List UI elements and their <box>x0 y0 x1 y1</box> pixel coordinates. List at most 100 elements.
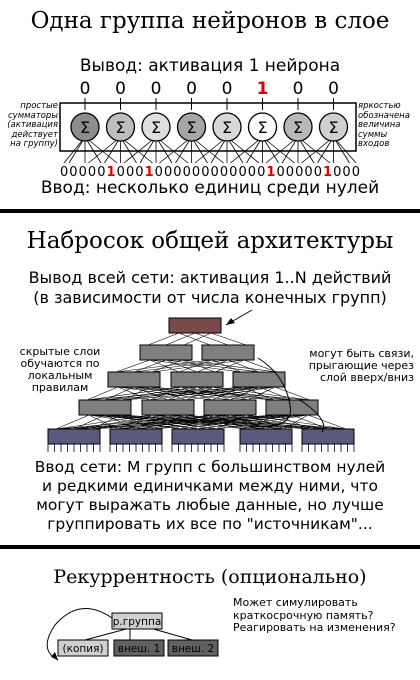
layer-connection <box>151 359 183 373</box>
input-bit: 0 <box>211 165 219 180</box>
input-bit: 1 <box>107 165 116 180</box>
section3-note: Может симулировать краткосрочную память?… <box>233 596 418 635</box>
layer-connection <box>55 414 277 430</box>
section2-input-label: Ввод сети: M групп с большинством нулей … <box>0 458 420 534</box>
layer-connection <box>86 386 119 401</box>
hidden-group <box>232 371 286 388</box>
layer-connection <box>115 359 213 373</box>
input-label-line: группировать их все по "источникам"... <box>47 515 373 533</box>
input-bit: 0 <box>79 165 87 180</box>
layer-connection <box>243 359 278 373</box>
input-wire <box>194 136 228 164</box>
note-line: скрытые слои <box>19 345 101 358</box>
input-wire <box>155 136 189 164</box>
group-box <box>111 612 163 630</box>
input-wire <box>230 136 263 164</box>
hidden-group <box>170 371 224 388</box>
layer-connection <box>227 359 260 373</box>
input-bit: 0 <box>126 165 134 180</box>
input-bit: 0 <box>314 165 322 180</box>
input-bit: 0 <box>295 165 303 180</box>
neuron-circle <box>105 112 136 142</box>
layer-connection <box>55 414 215 430</box>
note-line: действует <box>11 129 58 140</box>
pointer-arrowhead <box>226 318 235 325</box>
layer-connection <box>86 386 244 401</box>
section1-title: Одна группа нейронов в слое <box>30 8 390 34</box>
output-value: 0 <box>293 79 304 99</box>
input-label-line: Ввод сети: M групп с большинством нулей <box>34 458 386 476</box>
output-value: 0 <box>115 79 126 99</box>
note-line: (активация <box>7 120 58 130</box>
neuron: Σ <box>318 112 349 142</box>
neuron-circle <box>176 112 207 142</box>
input-bit: 0 <box>135 165 143 180</box>
skip-connection-curve <box>299 399 325 433</box>
group-frame <box>59 102 357 152</box>
input-wire <box>301 136 334 164</box>
layer-connection <box>211 386 244 401</box>
section2-output-line2: (в зависимости от числа конечных групп) <box>33 288 387 307</box>
layer-connection <box>291 414 329 430</box>
input-bit: 0 <box>173 165 181 180</box>
layer-connection <box>247 386 276 401</box>
note-line: правилам <box>31 381 89 394</box>
external-2-label: внеш. 2 <box>172 643 214 655</box>
layer-connection <box>122 386 276 401</box>
output-value: 1 <box>257 79 269 99</box>
layer-connection <box>258 386 293 401</box>
recurrence-diagram: р.группа (копия) внеш. 1 внеш. 2 <box>46 608 219 661</box>
layer-connection <box>73 414 231 430</box>
note-line: обучаются по <box>20 357 100 370</box>
neuron: Σ <box>70 112 100 142</box>
input-wire <box>88 136 121 164</box>
input-wire <box>226 136 260 164</box>
layer-connection <box>147 332 180 346</box>
input-wire <box>120 136 153 164</box>
layer-connection <box>194 332 229 346</box>
layer-connection <box>104 386 198 401</box>
section1-right-note: яркостью обозначена величина суммы входо… <box>358 101 418 150</box>
input-wire <box>265 136 299 164</box>
note-line: на группу) <box>10 139 58 149</box>
input-bit: 0 <box>238 165 246 180</box>
note-line: Может симулировать <box>233 596 358 609</box>
layer-connection <box>183 332 212 346</box>
input-bit: 0 <box>286 165 294 180</box>
neuron-circle <box>212 112 242 142</box>
hidden-group <box>201 344 255 361</box>
layer-connection <box>283 414 309 430</box>
note-line: прыгающие через <box>308 359 414 372</box>
layer-connection <box>149 386 244 401</box>
input-wire <box>191 136 224 164</box>
connection-line <box>149 627 193 641</box>
neuron-circle <box>283 112 313 142</box>
section2-left-note: скрытые слои обучаются по локальным прав… <box>12 346 108 394</box>
layer-connection <box>165 332 196 346</box>
neuron-circle <box>247 112 278 142</box>
sum-symbol: Σ <box>80 118 90 137</box>
section2-right-note: могут быть связи, прыгающие через слой в… <box>296 348 414 384</box>
external-2-box <box>167 639 219 657</box>
input-bit: 0 <box>60 165 68 180</box>
sum-symbol: Σ <box>328 118 338 137</box>
input-group <box>239 428 293 445</box>
note-line: суммы <box>358 129 388 140</box>
input-bit: 0 <box>164 165 172 180</box>
feedback-arrowhead <box>51 652 58 660</box>
layer-connection <box>133 359 229 373</box>
input-bit: 0 <box>192 165 200 180</box>
hidden-group <box>107 371 161 388</box>
input-wire <box>63 136 86 164</box>
neuron: Σ <box>283 112 313 142</box>
layer-connection <box>307 414 347 430</box>
layer-connection <box>214 359 245 373</box>
note-line: простые <box>20 101 58 111</box>
layer-connection <box>178 332 211 346</box>
copy-label: (копия) <box>63 643 104 655</box>
layer-connection <box>210 332 247 346</box>
input-bit: 1 <box>266 165 275 180</box>
input-bit: 0 <box>257 165 265 180</box>
sum-symbol: Σ <box>257 118 267 137</box>
